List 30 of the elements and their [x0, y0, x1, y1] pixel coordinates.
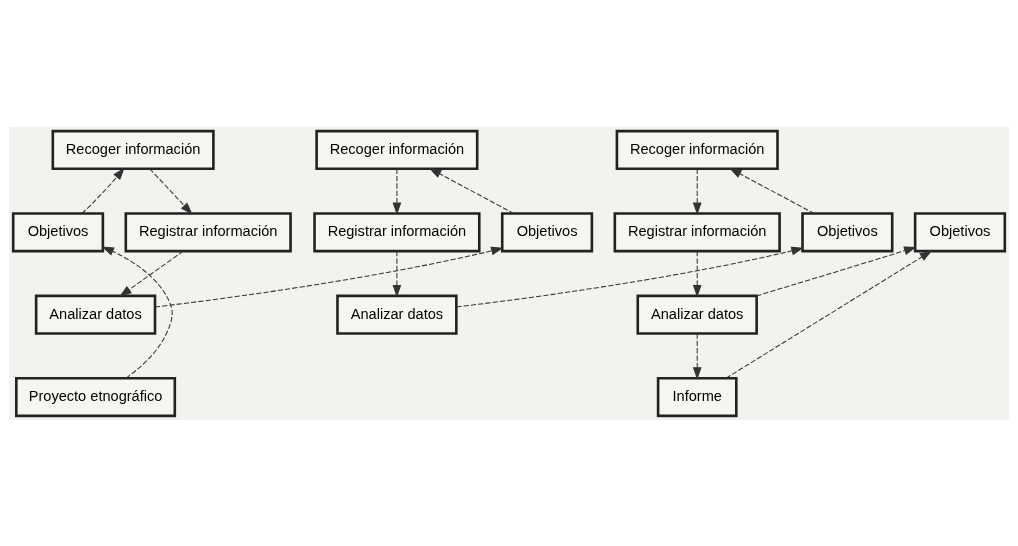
arrow — [456, 246, 804, 307]
arrow — [149, 167, 193, 215]
node-box: Analizar datos — [34, 294, 157, 335]
node-box: Registrar información — [313, 211, 481, 252]
node-box: Objetivos — [11, 211, 105, 252]
node-box: Objetivos — [913, 211, 1007, 252]
node-box: Informe — [656, 376, 738, 417]
arrow — [101, 245, 173, 379]
arrow — [725, 250, 933, 379]
arrow — [729, 167, 815, 214]
arrow — [428, 167, 515, 214]
arrow — [392, 250, 402, 297]
node-box: Recoger información — [315, 129, 479, 170]
node-box: Recoger información — [51, 129, 215, 170]
node-box: Objetivos — [500, 211, 594, 252]
arrow — [692, 250, 702, 297]
node-box: Recoger información — [615, 129, 779, 170]
arrow — [119, 250, 184, 297]
arrow — [392, 167, 402, 215]
arrow — [692, 332, 702, 380]
node-box: Objetivos — [801, 211, 894, 252]
arrow — [755, 246, 917, 296]
node-box: Registrar información — [613, 211, 781, 252]
node-box: Proyecto etnográfico — [15, 376, 177, 417]
node-box: Registrar información — [124, 211, 292, 252]
arrow — [692, 167, 702, 215]
node-box: Analizar datos — [336, 294, 458, 335]
arrow — [154, 246, 504, 308]
node-box: Analizar datos — [636, 294, 758, 335]
arrow — [81, 167, 125, 214]
